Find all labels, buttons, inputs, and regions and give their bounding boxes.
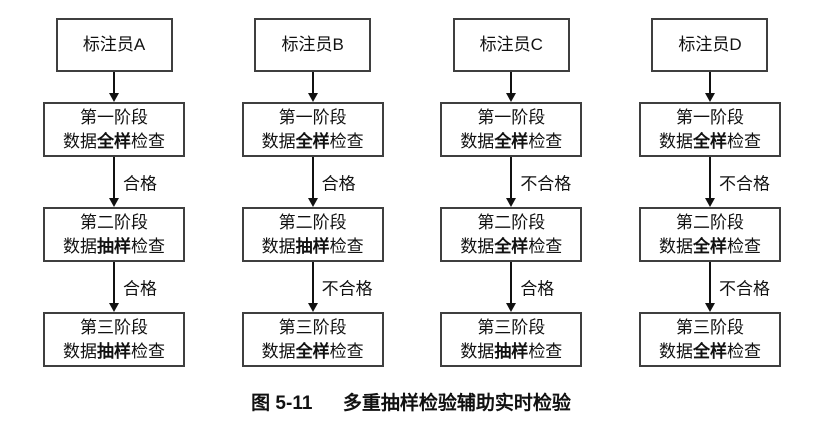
arrow-label: 不合格	[718, 174, 770, 194]
stage-box-3: 第三阶段 数据全样检查	[638, 312, 781, 367]
arrow-shaft	[708, 72, 711, 93]
stage-detail: 数据全样检查	[460, 236, 563, 256]
down-arrow: 不合格	[440, 157, 582, 207]
down-arrow	[43, 72, 185, 102]
down-arrow	[639, 72, 781, 102]
stage-detail: 数据抽样检查	[460, 341, 563, 361]
arrow-head-icon	[704, 303, 715, 312]
down-arrow	[440, 72, 582, 102]
arrow-head-icon	[704, 93, 715, 102]
arrow-shaft	[113, 157, 115, 198]
annotator-column-a: 标注员A 第一阶段 数据全样检查 合格 第二阶段 数据抽样检查 合格	[43, 18, 185, 367]
stage-detail: 数据全样检查	[658, 131, 761, 151]
arrow-head-icon	[109, 303, 119, 312]
stage-box-1: 第一阶段 数据全样检查	[43, 102, 185, 157]
arrow-label: 不合格	[718, 279, 770, 299]
stage-detail: 数据全样检查	[658, 236, 761, 256]
annotator-box: 标注员B	[254, 18, 372, 72]
arrow-label: 不合格	[321, 279, 373, 299]
stage-box-1: 第一阶段 数据全样检查	[241, 102, 384, 157]
figure-caption: 图 5-11 多重抽样检验辅助实时检验	[0, 388, 822, 415]
arrow-shaft	[311, 262, 314, 303]
stage-box-2: 第二阶段 数据抽样检查	[43, 207, 185, 262]
stage-box-3: 第三阶段 数据抽样检查	[440, 312, 583, 367]
arrow-head-icon	[109, 93, 119, 102]
down-arrow: 不合格	[242, 262, 384, 312]
down-arrow: 合格	[440, 262, 582, 312]
stage-detail: 数据全样检查	[261, 131, 364, 151]
stage-box-1: 第一阶段 数据全样检查	[638, 102, 781, 157]
arrow-shaft	[113, 262, 115, 303]
stage-title: 第三阶段	[675, 317, 744, 337]
arrow-head-icon	[307, 93, 318, 102]
stage-detail: 数据抽样检查	[261, 236, 364, 256]
arrow-head-icon	[307, 303, 318, 312]
down-arrow	[242, 72, 384, 102]
stage-box-1: 第一阶段 数据全样检查	[440, 102, 583, 157]
stage-detail: 数据全样检查	[63, 131, 165, 151]
arrow-shaft	[708, 157, 711, 198]
arrow-shaft	[311, 157, 314, 198]
annotator-column-b: 标注员B 第一阶段 数据全样检查 合格 第二阶段 数据抽样检查 不合格	[241, 18, 384, 367]
arrow-head-icon	[506, 303, 517, 312]
annotator-column-d: 标注员D 第一阶段 数据全样检查 不合格 第二阶段 数据全样检查 不合	[638, 18, 781, 367]
stage-title: 第三阶段	[80, 317, 148, 337]
stage-detail: 数据抽样检查	[63, 341, 165, 361]
down-arrow: 不合格	[639, 157, 781, 207]
down-arrow: 合格	[43, 157, 185, 207]
arrow-head-icon	[506, 93, 517, 102]
stage-box-2: 第二阶段 数据抽样检查	[241, 207, 384, 262]
stage-title: 第二阶段	[477, 212, 546, 232]
arrow-shaft	[113, 72, 115, 93]
stage-title: 第一阶段	[80, 107, 148, 127]
arrow-shaft	[708, 262, 711, 303]
stage-detail: 数据抽样检查	[63, 236, 165, 256]
stage-detail: 数据全样检查	[460, 131, 563, 151]
stage-title: 第三阶段	[278, 317, 347, 337]
stage-title: 第一阶段	[477, 107, 546, 127]
stage-box-3: 第三阶段 数据抽样检查	[43, 312, 185, 367]
annotator-columns: 标注员A 第一阶段 数据全样检查 合格 第二阶段 数据抽样检查 合格	[43, 18, 781, 367]
stage-title: 第一阶段	[278, 107, 347, 127]
figure-number: 图 5-11	[251, 393, 313, 414]
arrow-shaft	[510, 72, 513, 93]
down-arrow: 合格	[242, 157, 384, 207]
arrow-head-icon	[506, 198, 517, 207]
stage-title: 第二阶段	[80, 212, 148, 232]
arrow-label: 合格	[520, 279, 555, 299]
stage-title: 第二阶段	[278, 212, 347, 232]
arrow-shaft	[311, 72, 314, 93]
arrow-label: 合格	[123, 279, 157, 299]
stage-box-2: 第二阶段 数据全样检查	[638, 207, 781, 262]
arrow-head-icon	[704, 198, 715, 207]
stage-detail: 数据全样检查	[658, 341, 761, 361]
arrow-label: 不合格	[520, 174, 572, 194]
stage-title: 第三阶段	[477, 317, 546, 337]
annotator-box: 标注员D	[651, 18, 769, 72]
arrow-label: 合格	[321, 174, 356, 194]
stage-box-2: 第二阶段 数据全样检查	[440, 207, 583, 262]
down-arrow: 不合格	[639, 262, 781, 312]
annotator-column-c: 标注员C 第一阶段 数据全样检查 不合格 第二阶段 数据全样检查 合格	[440, 18, 583, 367]
arrow-head-icon	[109, 198, 119, 207]
annotator-box: 标注员A	[55, 18, 173, 72]
annotator-box: 标注员C	[452, 18, 570, 72]
figure-title: 多重抽样检验辅助实时检验	[342, 393, 571, 414]
stage-detail: 数据全样检查	[261, 341, 364, 361]
arrow-shaft	[510, 157, 513, 198]
down-arrow: 合格	[43, 262, 185, 312]
arrow-head-icon	[307, 198, 318, 207]
arrow-label: 合格	[123, 174, 157, 194]
stage-title: 第二阶段	[675, 212, 744, 232]
stage-box-3: 第三阶段 数据全样检查	[241, 312, 384, 367]
arrow-shaft	[510, 262, 513, 303]
stage-title: 第一阶段	[675, 107, 744, 127]
